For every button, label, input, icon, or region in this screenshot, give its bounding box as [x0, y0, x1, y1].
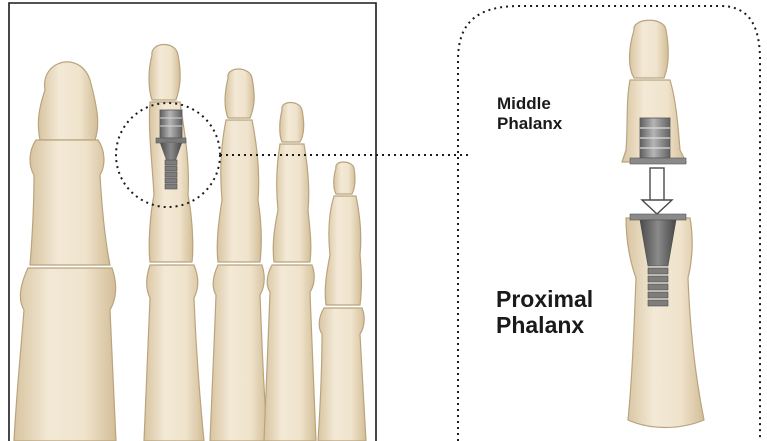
callout-arrow-icon [642, 168, 672, 214]
third-toe-bone [210, 69, 268, 441]
fourth-toe-bone [264, 103, 316, 441]
middle-phalanx-label: Middle Phalanx [497, 94, 562, 133]
hallux-bone [14, 62, 116, 441]
middle-phalanx-label-line1: Middle [497, 94, 562, 114]
fifth-toe-bone [318, 162, 366, 441]
proximal-phalanx-label: Proximal Phalanx [496, 286, 593, 339]
callout-frame [458, 6, 760, 441]
second-toe-bone [144, 44, 204, 441]
proximal-phalanx-label-line1: Proximal [496, 286, 593, 312]
foot-panel [14, 44, 366, 441]
middle-phalanx-label-line2: Phalanx [497, 114, 562, 134]
proximal-phalanx-label-line2: Phalanx [496, 312, 593, 338]
